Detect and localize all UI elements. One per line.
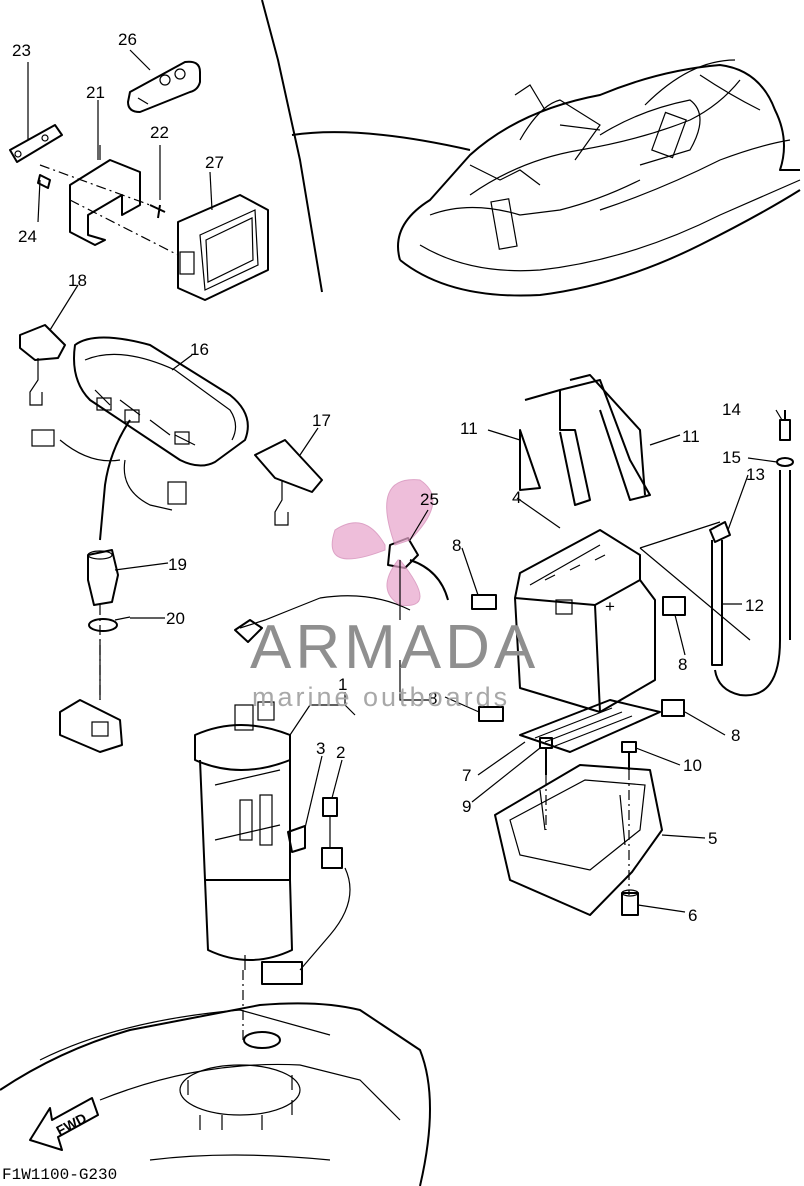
battery-band-11 (519, 374, 651, 506)
callout-23: 23 (12, 41, 31, 60)
callout-2: 2 (336, 743, 345, 762)
key-fob-26 (127, 60, 201, 113)
callout-10: 10 (683, 756, 702, 775)
callout-8d: 8 (731, 726, 740, 745)
pads-8 (471, 594, 686, 722)
callout-labels: 23 26 21 22 27 24 18 16 17 19 20 25 11 1… (12, 30, 765, 925)
switch-18 (19, 324, 66, 406)
connector-bottom (59, 640, 123, 753)
callout-19: 19 (168, 555, 187, 574)
callout-11a: 11 (460, 419, 478, 438)
diagram-code: F1W1100-G230 (2, 1166, 117, 1184)
battery-4: + (514, 529, 656, 713)
grommet-19 (87, 549, 119, 606)
callout-4: 4 (512, 488, 521, 507)
inset-pointer-line (291, 131, 471, 151)
callout-5: 5 (708, 829, 717, 848)
callout-6: 6 (688, 906, 697, 925)
callout-15: 15 (722, 448, 741, 467)
callout-12: 12 (745, 596, 764, 615)
watercraft-illustration (397, 59, 801, 297)
callout-24: 24 (18, 227, 37, 246)
callout-18: 18 (68, 271, 87, 290)
sensor-25 (234, 537, 449, 643)
dash-22-bracket (39, 164, 151, 206)
wire-harness (31, 419, 187, 541)
callout-27: 27 (205, 153, 224, 172)
battery-box-5 (494, 764, 663, 916)
meter-unit-16 (73, 336, 249, 467)
dash-21-27 (69, 199, 179, 256)
propeller-blade-icon (331, 522, 386, 560)
callout-8b: 8 (678, 655, 687, 674)
watermark-logo (331, 479, 434, 606)
hull-section (0, 1002, 431, 1186)
callout-22: 22 (150, 123, 169, 142)
fuel-pump-1 (194, 701, 293, 970)
callout-14: 14 (722, 400, 741, 419)
callout-9: 9 (462, 797, 471, 816)
bolts-9-10 (539, 737, 637, 775)
callout-8c: 8 (428, 689, 437, 708)
callout-13: 13 (746, 465, 765, 484)
vent-parts (709, 410, 794, 697)
callout-17: 17 (312, 411, 331, 430)
callout-8a: 8 (452, 536, 461, 555)
callout-7: 7 (462, 766, 471, 785)
battery-tray-7 (519, 699, 661, 753)
switch-17 (254, 439, 323, 526)
leader-lines (27, 49, 783, 913)
callout-20: 20 (166, 609, 185, 628)
clamp-20 (88, 616, 131, 632)
callout-1: 1 (338, 675, 347, 694)
plate-23 (9, 124, 63, 163)
callout-16: 16 (190, 340, 209, 359)
fwd-label: FWD (53, 1110, 89, 1139)
callout-3: 3 (316, 739, 325, 758)
bracket-21 (69, 145, 141, 246)
callout-11b: 11 (682, 427, 700, 446)
watermark-tagline: marine outboards (252, 682, 510, 712)
callout-21: 21 (86, 83, 105, 102)
svg-text:+: + (605, 597, 615, 616)
propeller-blade-icon (386, 559, 421, 606)
forward-direction-arrow: FWD (29, 1097, 99, 1151)
receiver-unit-27 (177, 194, 269, 301)
collar-6 (621, 889, 639, 916)
dash-battery-box (545, 770, 630, 895)
watermark-brand: ARMADA (250, 613, 539, 682)
screw-22-24 (37, 174, 166, 219)
sensor-wire-2-3 (261, 797, 351, 985)
propeller-blade-icon (386, 479, 434, 546)
inset-divider-line (261, 0, 323, 293)
callout-26: 26 (118, 30, 137, 49)
callout-25: 25 (420, 490, 439, 509)
